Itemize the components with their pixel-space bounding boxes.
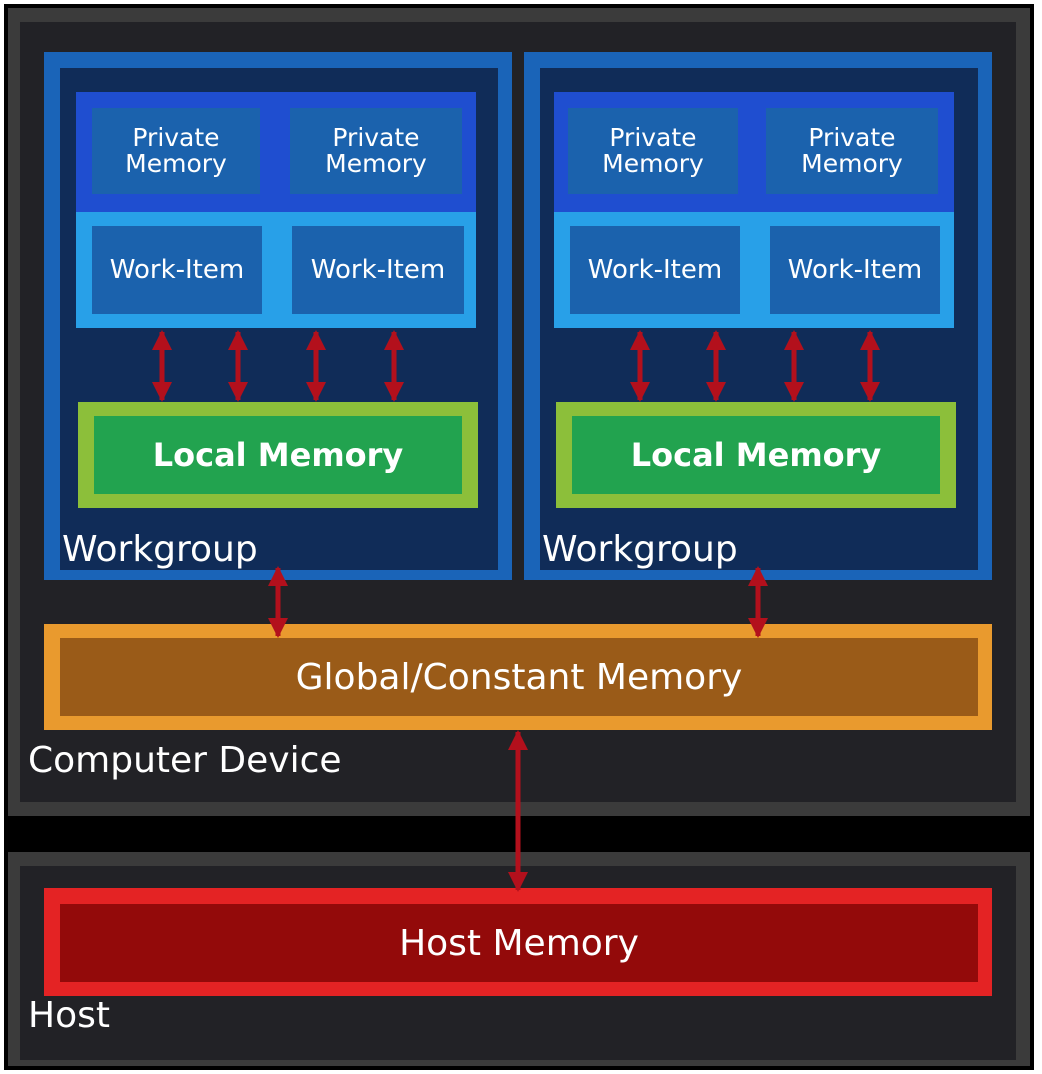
workgroup-label: Workgroup	[62, 529, 258, 570]
global-constant-memory: Global/Constant Memory	[60, 638, 978, 716]
local-memory: Local Memory	[94, 416, 462, 494]
host-label: Host	[28, 995, 110, 1036]
work-item: Work-Item	[570, 226, 740, 314]
computer-device-label: Computer Device	[28, 740, 342, 781]
private-memory: Private Memory	[92, 108, 260, 194]
work-item: Work-Item	[770, 226, 940, 314]
local-memory: Local Memory	[572, 416, 940, 494]
work-item: Work-Item	[92, 226, 262, 314]
private-memory: Private Memory	[290, 108, 462, 194]
private-memory: Private Memory	[766, 108, 938, 194]
workgroup-label: Workgroup	[542, 529, 738, 570]
host-memory: Host Memory	[60, 904, 978, 982]
private-memory: Private Memory	[568, 108, 738, 194]
work-item: Work-Item	[292, 226, 464, 314]
